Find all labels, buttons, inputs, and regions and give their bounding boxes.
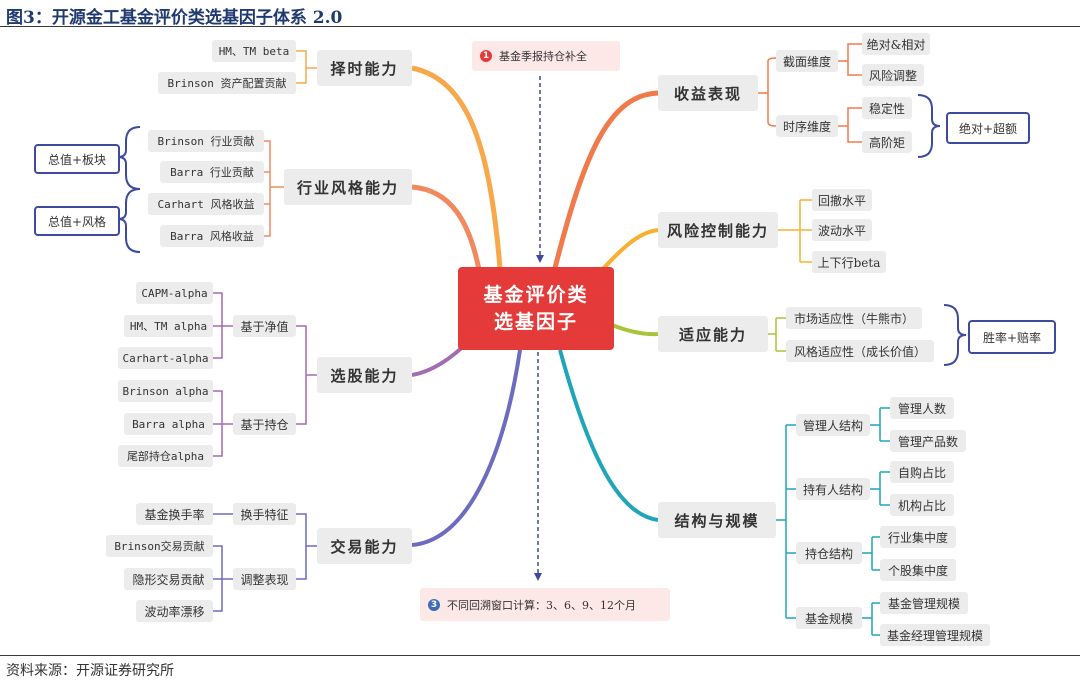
note-1-text: 基金季报持仓补全 [499,50,587,63]
leaf-carhart-alpha: Carhart-alpha [118,347,213,369]
sub-nav-based: 基于净值 [233,315,296,337]
leaf-product-count: 管理产品数 [890,430,966,452]
note-1-number: 1 [480,50,492,62]
leaf-hm-tm-beta: HM、TM beta [212,40,296,62]
branch-industry-style: 行业风格能力 [284,169,412,205]
leaf-volatility-drift: 波动率漂移 [136,600,213,622]
leaf-manager-count: 管理人数 [890,397,954,419]
branch-returns: 收益表现 [658,75,758,111]
note-3-text: 不同回溯窗口计算：3、6、9、12个月 [447,598,636,612]
leaf-up-down-beta: 上下行beta [812,251,886,273]
branch-timing: 择时能力 [317,50,412,86]
center-line1: 基金评价类 [483,283,589,306]
leaf-carhart-style: Carhart 风格收益 [148,193,264,215]
leaf-manager-aum: 基金经理管理规模 [880,624,990,646]
leaf-stock-concentration: 个股集中度 [880,559,956,581]
branch-structure-scale: 结构与规模 [658,502,776,538]
leaf-drawdown: 回撤水平 [812,189,872,211]
leaf-higher-moments: 高阶矩 [862,131,912,153]
sub-manager-structure: 管理人结构 [796,414,870,436]
group-absolute-excess: 绝对+超额 [946,112,1030,144]
sub-holding-based: 基于持仓 [233,413,296,435]
branch-adaptability: 适应能力 [658,316,768,352]
leaf-absolute-relative: 绝对&相对 [862,33,930,55]
source-note: 资料来源：开源证券研究所 [6,663,174,679]
group-winrate-odds: 胜率+赔率 [968,320,1056,354]
leaf-self-purchase-ratio: 自购占比 [890,461,954,483]
leaf-style-adaptability: 风格适应性（成长价值） [786,340,934,362]
branch-risk-control: 风险控制能力 [658,212,778,248]
leaf-barra-industry: Barra 行业贡献 [160,161,264,183]
group-total-style: 总值+风格 [34,206,120,236]
sub-fund-scale: 基金规模 [796,607,862,629]
sub-holder-structure: 持有人结构 [796,478,870,500]
center-line2: 选基因子 [493,310,578,333]
center-node: 基金评价类 选基因子 [458,267,614,350]
leaf-barra-alpha: Barra alpha [124,413,213,435]
group-total-sector: 总值+板块 [34,144,120,174]
leaf-hm-tm-alpha: HM、TM alpha [124,315,213,337]
leaf-brinson-asset-allocation: Brinson 资产配置贡献 [158,72,296,94]
sub-cross-section: 截面维度 [776,50,838,72]
sub-holding-structure: 持仓结构 [796,542,862,564]
sub-time-series: 时序维度 [776,115,838,137]
leaf-fund-aum: 基金管理规模 [880,592,968,614]
leaf-capm-alpha: CAPM-alpha [136,282,213,304]
leaf-barra-style: Barra 风格收益 [160,225,264,247]
branch-stock-selection: 选股能力 [317,357,412,393]
top-rule [0,26,1080,27]
leaf-market-adaptability: 市场适应性（牛熊市） [786,307,922,329]
leaf-brinson-alpha: Brinson alpha [118,380,213,402]
leaf-tail-holding-alpha: 尾部持仓alpha [118,445,213,467]
bottom-rule [0,655,1080,656]
note-1: 1 基金季报持仓补全 [472,41,620,71]
leaf-stability: 稳定性 [862,97,912,119]
note-3: 3 不同回溯窗口计算：3、6、9、12个月 [420,588,670,621]
leaf-brinson-trading: Brinson交易贡献 [106,535,213,557]
leaf-industry-concentration: 行业集中度 [880,526,956,548]
note-3-number: 3 [428,598,440,611]
leaf-fund-turnover: 基金换手率 [136,503,213,525]
figure-title: 图3：开源金工基金评价类选基因子体系 2.0 [6,8,343,28]
sub-adjustment-performance: 调整表现 [233,568,296,590]
leaf-institution-ratio: 机构占比 [890,494,954,516]
sub-turnover-features: 换手特征 [233,503,296,525]
leaf-volatility-level: 波动水平 [812,219,872,241]
leaf-brinson-industry: Brinson 行业贡献 [148,130,264,152]
leaf-risk-adjusted: 风险调整 [862,64,924,86]
leaf-hidden-trading: 隐形交易贡献 [124,568,213,590]
branch-trading: 交易能力 [317,528,412,564]
